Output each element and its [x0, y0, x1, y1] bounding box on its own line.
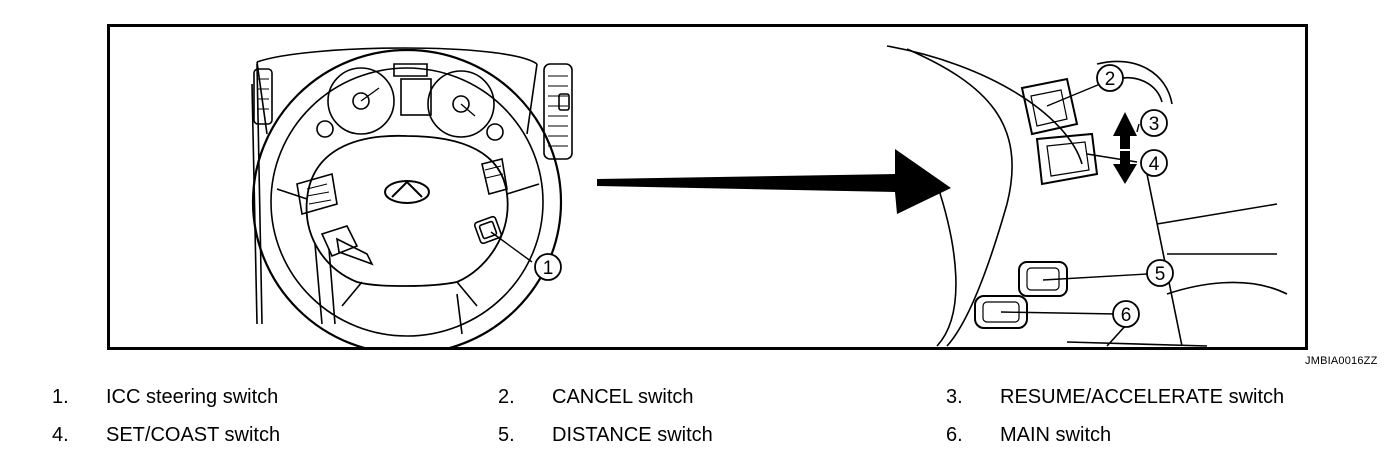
- legend-label: SET/COAST switch: [106, 424, 281, 446]
- legend-label: MAIN switch: [1000, 424, 1112, 446]
- callout-1: 1: [534, 253, 562, 281]
- down-arrow-icon: [1113, 151, 1137, 184]
- callout-1-leader: [490, 231, 533, 263]
- switch-closeup: [886, 45, 1288, 347]
- svg-text:2: 2: [1105, 69, 1116, 90]
- legend-number: 3.: [946, 386, 963, 408]
- legend-label: CANCEL switch: [552, 386, 694, 408]
- steering-wheel-overview: [251, 47, 573, 350]
- svg-text:3: 3: [1149, 114, 1160, 135]
- callout-2: 2: [1096, 64, 1124, 92]
- callout-5: 5: [1146, 259, 1174, 287]
- svg-text:6: 6: [1121, 305, 1132, 326]
- figure-frame: [107, 24, 1308, 350]
- callout-6: 6: [1112, 300, 1140, 328]
- figure-code: JMBIA0016ZZ: [1305, 355, 1378, 367]
- callout-4: 4: [1140, 149, 1168, 177]
- callout-leaders: [1000, 81, 1148, 315]
- legend-label: ICC steering switch: [106, 386, 279, 408]
- svg-text:5: 5: [1155, 264, 1166, 285]
- legend-number: 1.: [52, 386, 69, 408]
- up-arrow-icon: [1113, 112, 1137, 149]
- zoom-arrow: [597, 149, 951, 214]
- callout-3: 3: [1140, 109, 1168, 137]
- legend-number: 6.: [946, 424, 963, 446]
- legend-label: RESUME/ACCELERATE switch: [1000, 386, 1285, 408]
- diagram-figure: 1: [107, 24, 1377, 367]
- steering-wheel-illustration: 1: [107, 24, 1308, 350]
- legend-number: 2.: [498, 386, 515, 408]
- legend: 1. ICC steering switch 2. CANCEL switch …: [0, 380, 1392, 460]
- legend-number: 4.: [52, 424, 69, 446]
- legend-number: 5.: [498, 424, 515, 446]
- svg-text:1: 1: [543, 258, 554, 279]
- svg-text:4: 4: [1149, 154, 1160, 175]
- legend-label: DISTANCE switch: [552, 424, 713, 446]
